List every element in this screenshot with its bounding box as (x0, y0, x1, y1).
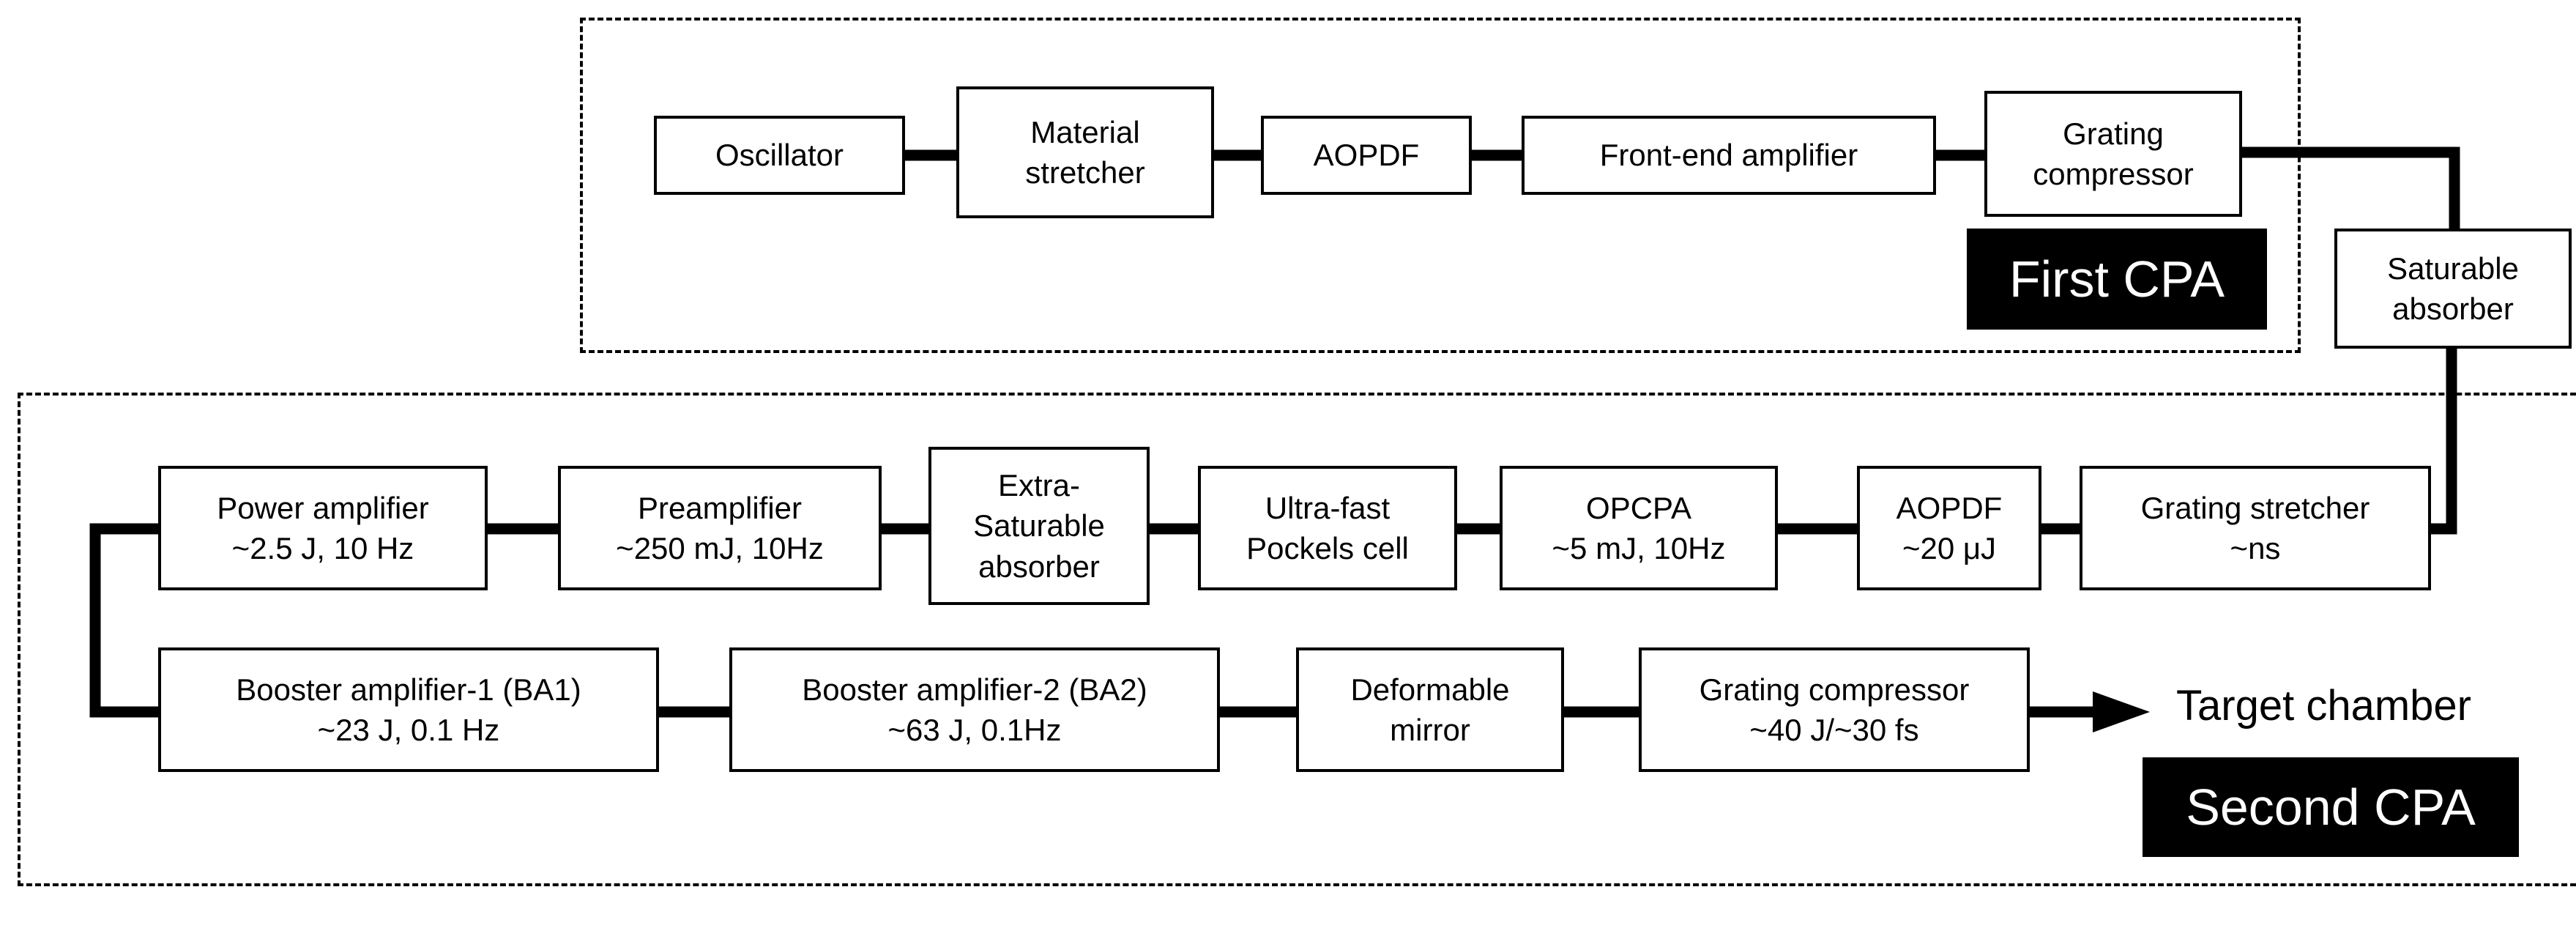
oscillator-block: Oscillator (654, 116, 905, 195)
grating-compressor-1-block: Grating compressor (1984, 91, 2242, 217)
opcpa-line-2: ~5 mJ, 10Hz (1552, 531, 1726, 565)
grating-compressor-2-block: Grating compressor ~40 J/~30 fs (1639, 647, 2030, 772)
ultra-fast-pockels-cell-line-2: Pockels cell (1246, 531, 1409, 565)
grating-stretcher-block: Grating stretcher ~ns (2080, 466, 2431, 590)
opcpa-block: OPCPA ~5 mJ, 10Hz (1500, 466, 1778, 590)
deformable-mirror-line-1: Deformable (1350, 672, 1510, 707)
preamplifier-block: Preamplifier ~250 mJ, 10Hz (558, 466, 882, 590)
booster-amplifier-1-block: Booster amplifier-1 (BA1) ~23 J, 0.1 Hz (158, 647, 659, 772)
booster-amplifier-2-line-1: Booster amplifier-2 (BA2) (802, 672, 1147, 707)
power-amplifier-block: Power amplifier ~2.5 J, 10 Hz (158, 466, 488, 590)
target-chamber-label: Target chamber (2176, 682, 2471, 730)
grating-compressor-2-line-1: Grating compressor (1699, 672, 1970, 707)
aopdf-2-block: AOPDF ~20 μJ (1857, 466, 2041, 590)
material-stretcher-block: Material stretcher (956, 86, 1214, 218)
grating-compressor-2-line-2: ~40 J/~30 fs (1749, 713, 1919, 747)
grating-compressor-1-line-1: Grating (2063, 116, 2164, 151)
connector-line-13 (89, 523, 158, 718)
second-cpa-badge: Second CPA (2143, 757, 2519, 857)
opcpa-line-1: OPCPA (1586, 490, 1691, 525)
deformable-mirror-line-2: mirror (1390, 713, 1470, 747)
ultra-fast-pockels-cell-line-1: Ultra-fast (1265, 490, 1391, 525)
grating-stretcher-line-1: Grating stretcher (2140, 490, 2370, 525)
second-cpa-frame (18, 393, 2576, 886)
power-amplifier-line-1: Power amplifier (217, 490, 429, 525)
extra-saturable-absorber-line-1: Extra- (997, 467, 1080, 502)
saturable-absorber-line-1: Saturable (2387, 250, 2519, 286)
extra-saturable-absorber-line-2: Saturable (973, 508, 1105, 543)
extra-saturable-absorber-block: Extra- Saturable absorber (928, 447, 1150, 605)
connector-line-5 (2242, 146, 2460, 229)
booster-amplifier-1-line-2: ~23 J, 0.1 Hz (317, 713, 500, 747)
oscillator-line-1: Oscillator (715, 138, 844, 173)
aopdf-1-line-1: AOPDF (1313, 138, 1420, 173)
grating-stretcher-line-2: ~ns (2230, 531, 2281, 565)
saturable-absorber-line-2: absorber (2392, 292, 2514, 326)
grating-compressor-1-line-2: compressor (2033, 157, 2194, 191)
first-cpa-badge: First CPA (1967, 229, 2267, 330)
booster-amplifier-2-block: Booster amplifier-2 (BA2) ~63 J, 0.1Hz (729, 647, 1220, 772)
preamplifier-line-1: Preamplifier (637, 490, 803, 525)
preamplifier-line-2: ~250 mJ, 10Hz (616, 531, 824, 565)
booster-amplifier-1-line-1: Booster amplifier-1 (BA1) (236, 672, 581, 707)
saturable-absorber-block: Saturable absorber (2334, 229, 2572, 349)
first-cpa-frame (580, 18, 2301, 353)
connector-line-6 (2431, 349, 2457, 535)
deformable-mirror-block: Deformable mirror (1296, 647, 1564, 772)
front-end-amplifier-block: Front-end amplifier (1522, 116, 1936, 195)
extra-saturable-absorber-line-3: absorber (978, 549, 1100, 584)
aopdf-2-line-1: AOPDF (1896, 490, 2003, 525)
aopdf-2-line-2: ~20 μJ (1902, 531, 1997, 565)
power-amplifier-line-2: ~2.5 J, 10 Hz (231, 531, 414, 565)
booster-amplifier-2-line-2: ~63 J, 0.1Hz (887, 713, 1062, 747)
output-arrow-head (2093, 691, 2150, 732)
material-stretcher-line-1: Material (1030, 114, 1140, 149)
front-end-amplifier-line-1: Front-end amplifier (1599, 138, 1858, 173)
aopdf-1-block: AOPDF (1261, 116, 1472, 195)
material-stretcher-line-2: stretcher (1025, 155, 1145, 190)
